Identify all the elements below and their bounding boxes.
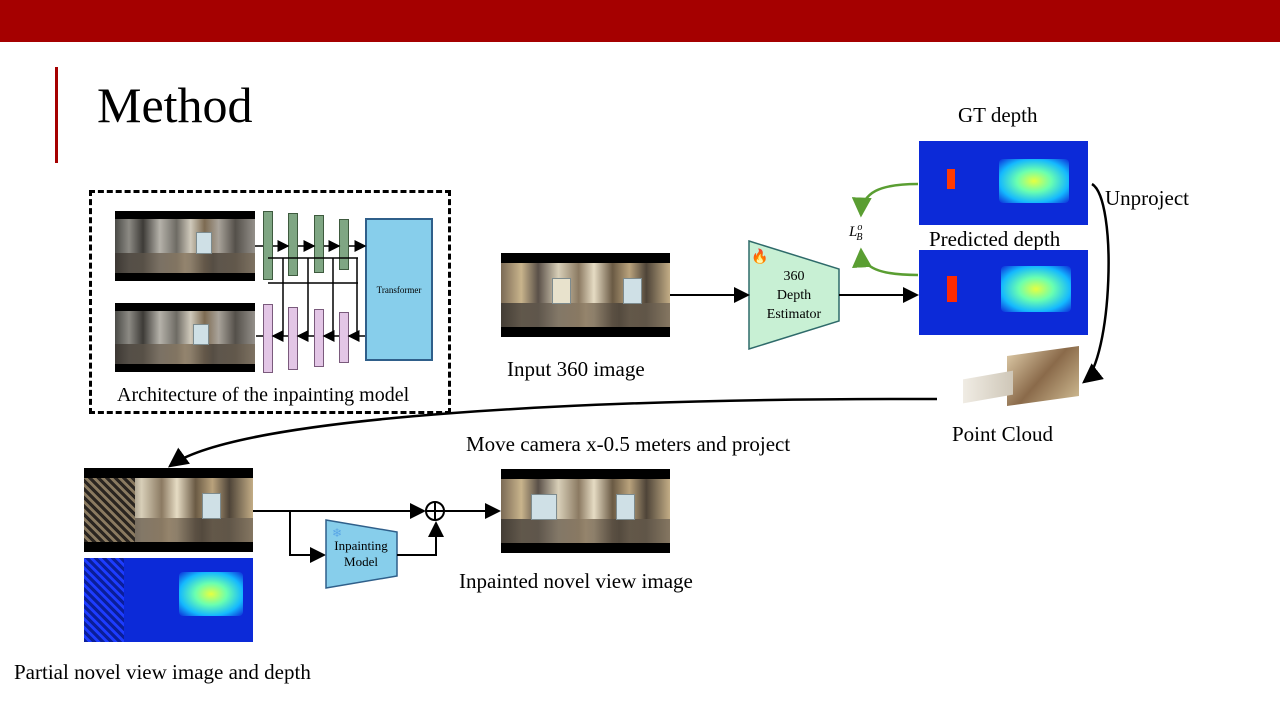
inpainting-line2: Model (344, 554, 378, 569)
top-bar (0, 0, 1280, 42)
partial-depth-map (84, 558, 253, 642)
gt-depth-label: GT depth (958, 103, 1038, 127)
input-360-label: Input 360 image (507, 357, 645, 381)
branch-to-inpaint-arrow (289, 511, 326, 563)
point-cloud-image (955, 345, 1083, 407)
predicted-depth-label: Predicted depth (929, 227, 1061, 251)
inpaint-to-plus-arrow (397, 521, 444, 556)
loss-sub: B (856, 232, 863, 243)
inpainted-label: Inpainted novel view image (459, 569, 693, 593)
gt-depth-map (919, 141, 1088, 225)
title-accent (55, 67, 58, 163)
gt-to-loss-arrow (851, 182, 919, 218)
transformer-block: Transformer (365, 218, 433, 361)
partial-novel-view-image (84, 468, 253, 552)
predicted-depth-map (919, 250, 1088, 335)
loss-sup: o (857, 222, 863, 233)
architecture-label: Architecture of the inpainting model (117, 384, 410, 406)
slide-title: Method (97, 77, 253, 133)
input-360-image (501, 253, 670, 337)
project-arrow (167, 397, 938, 468)
inpainting-model-label: Inpainting Model (327, 538, 395, 570)
inpainted-novel-view-image (501, 469, 670, 553)
transformer-label: Transformer (376, 284, 422, 295)
encoder-block-1 (263, 211, 273, 280)
masked-input-pano (115, 211, 255, 281)
loss-base: L (849, 224, 858, 240)
point-cloud-label: Point Cloud (952, 422, 1053, 446)
inpainting-line1: Inpainting (334, 538, 388, 553)
unproject-label: Unproject (1105, 186, 1189, 210)
move-camera-label: Move camera x-0.5 meters and project (466, 432, 791, 456)
depth-estimator-line1: 360 (783, 269, 805, 284)
depth-estimator-line2: Depth (776, 288, 812, 303)
loss-label: LoB (849, 222, 862, 243)
depth-estimator-label: 360 Depth Estimator (755, 267, 833, 324)
inpainted-output-pano (115, 303, 255, 372)
partial-label: Partial novel view image and depth (14, 660, 311, 684)
inpainting-model-shape (325, 519, 398, 589)
depth-estimator-shape (748, 239, 840, 351)
depth-estimator-line3: Estimator (766, 307, 822, 322)
fire-icon: 🔥 (751, 250, 769, 265)
snowflake-icon: ❄ (332, 526, 343, 540)
architecture-box (89, 190, 451, 414)
pred-to-loss-arrow (852, 247, 919, 277)
unproject-arrow (1082, 182, 1110, 384)
